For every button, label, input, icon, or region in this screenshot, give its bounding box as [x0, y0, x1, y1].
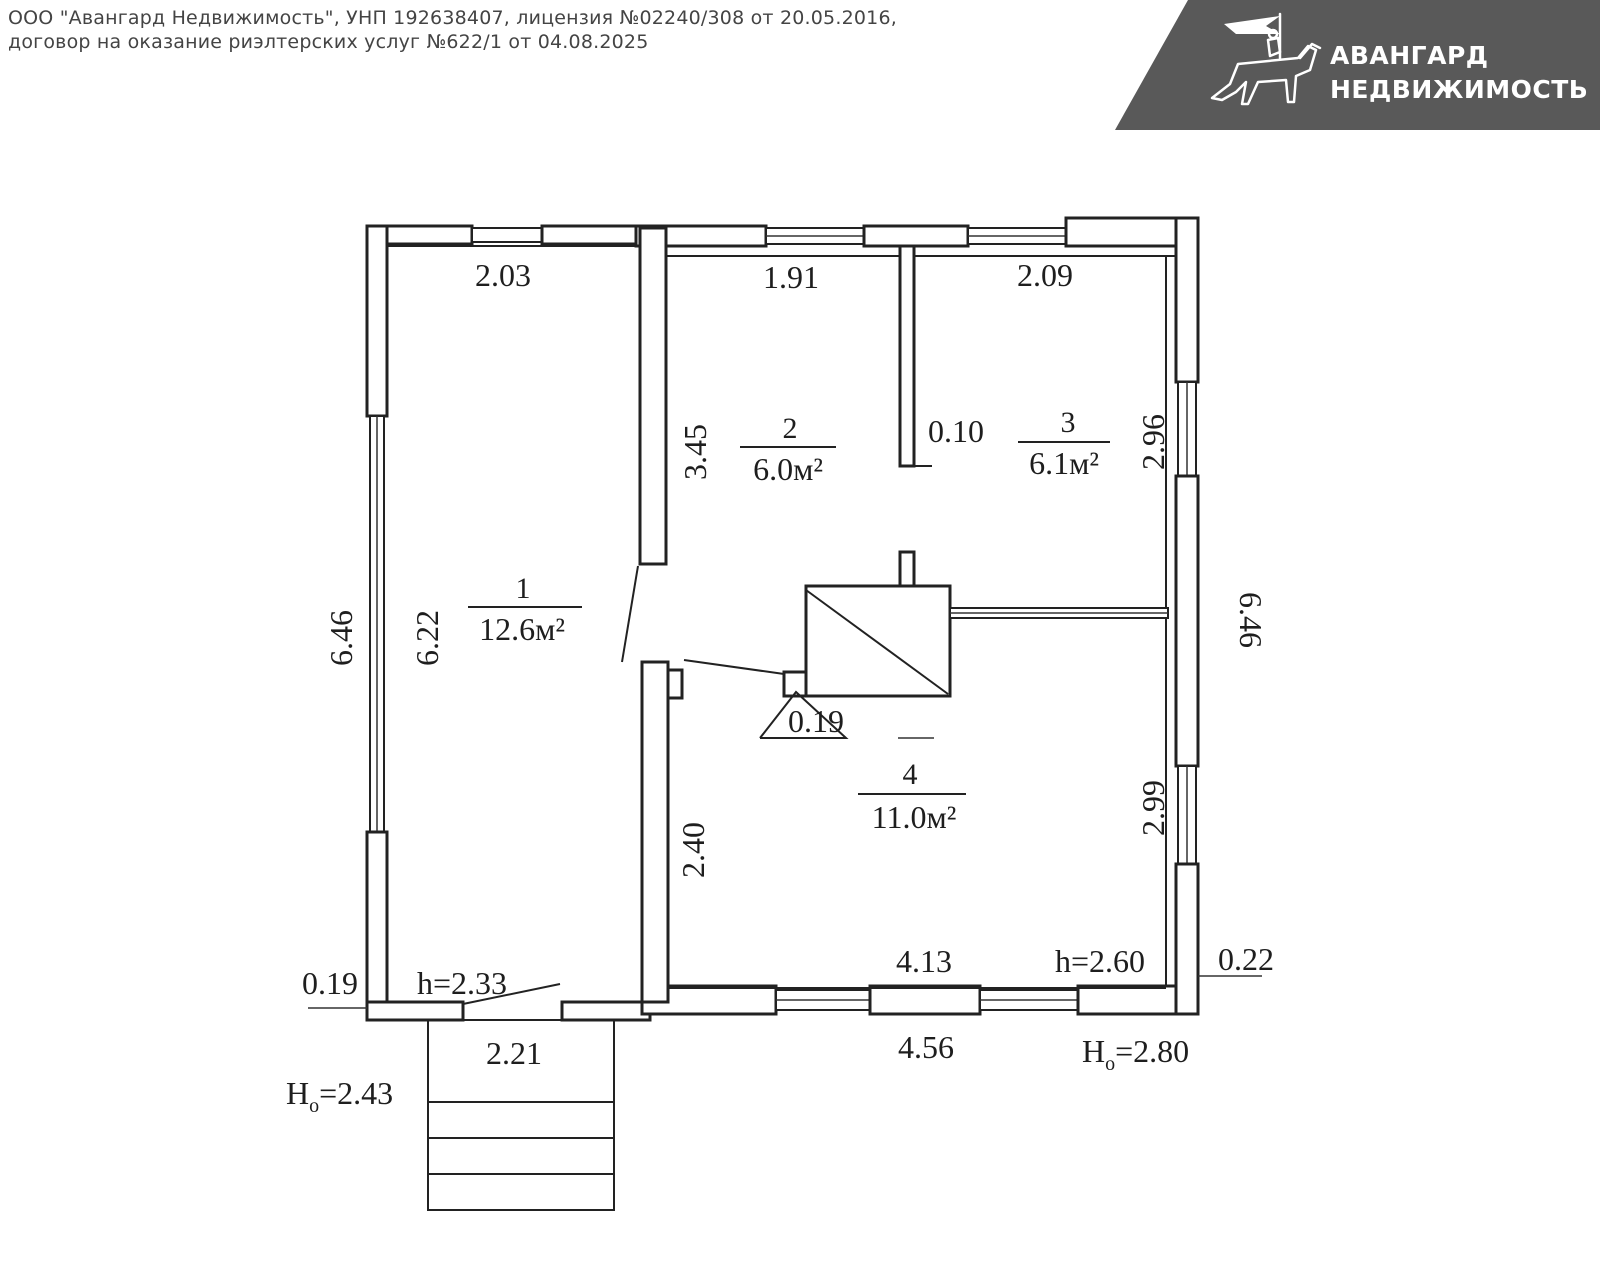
wall-bottom-entry	[560, 1000, 652, 1022]
header-line-2: договор на оказание риэлтерских услуг №6…	[8, 31, 649, 53]
dim-wall-right: 0.22	[1218, 941, 1274, 977]
dim-bottom-left: 2.21	[486, 1035, 542, 1071]
svg-text:Ho=2.80: Ho=2.80	[1082, 1033, 1189, 1075]
wall-right-middle	[1174, 474, 1200, 768]
room-1-number: 1	[516, 572, 531, 605]
dim-ho-left: Ho=2.43	[286, 1075, 393, 1117]
dim-left-outer: 6.46	[323, 610, 359, 666]
room-1-area: 12.6м²	[479, 611, 565, 647]
dim-stove: 0.19	[788, 703, 844, 739]
header-legal-text: ООО "Авангард Недвижимость", УНП 1926384…	[8, 6, 897, 54]
dim-top-room2: 1.91	[763, 259, 819, 295]
stove-small-block	[782, 670, 808, 698]
dim-right-outer: 6.46	[1233, 592, 1269, 648]
room-4-number: 4	[903, 758, 918, 791]
svg-text:Ho=2.43: Ho=2.43	[286, 1075, 393, 1117]
header-line-1: ООО "Авангард Недвижимость", УНП 1926384…	[8, 7, 897, 29]
wall-bottom-room1	[365, 1000, 465, 1022]
dim-left-inner: 6.22	[409, 610, 445, 666]
room-3-number: 3	[1061, 406, 1076, 439]
entry-door-swing	[462, 983, 561, 1005]
wall-left-lower	[365, 830, 389, 1022]
room-4-area: 11.0м²	[872, 799, 957, 835]
wall-right-lower	[1174, 862, 1200, 1016]
room-2-area: 6.0м²	[753, 451, 823, 487]
door-top-room1	[471, 227, 543, 243]
dim-bottom-right: 4.56	[898, 1029, 954, 1065]
partition-room2-room3	[898, 244, 916, 468]
room-2-number: 2	[783, 412, 798, 445]
dim-room4-height: 2.40	[675, 822, 711, 878]
dim-h-room1: h=2.33	[417, 965, 507, 1001]
porch	[427, 1019, 615, 1211]
wall-right-upper	[1174, 216, 1200, 384]
wall-top-left-2	[540, 224, 638, 246]
dim-top-room3: 2.09	[1017, 257, 1073, 293]
interior-door-room1	[621, 565, 639, 663]
dim-room2-height: 3.45	[677, 424, 713, 480]
dim-wall-left: 0.19	[302, 965, 358, 1001]
partition-room1-room4	[640, 660, 670, 1004]
dim-top-room1: 2.03	[475, 257, 531, 293]
dim-room4-right: 2.99	[1135, 780, 1171, 836]
wall-top-middle	[862, 224, 970, 248]
dim-room3-height: 2.96	[1135, 414, 1171, 470]
stove-diagonal	[805, 589, 949, 695]
wall-small-block	[666, 668, 684, 700]
dim-partition: 0.10	[928, 413, 984, 449]
dim-h-room4: h=2.60	[1055, 943, 1145, 979]
wall-left-upper	[365, 224, 389, 418]
wall-bottom-room4-middle	[868, 984, 982, 1016]
partition-room1-room2	[638, 226, 668, 566]
dim-ho-right: Ho=2.80	[1082, 1033, 1189, 1075]
dim-room4-width: 4.13	[896, 943, 952, 979]
chimney	[898, 550, 916, 588]
stove-dimension-marker	[759, 690, 849, 739]
room-3-area: 6.1м²	[1029, 445, 1099, 481]
